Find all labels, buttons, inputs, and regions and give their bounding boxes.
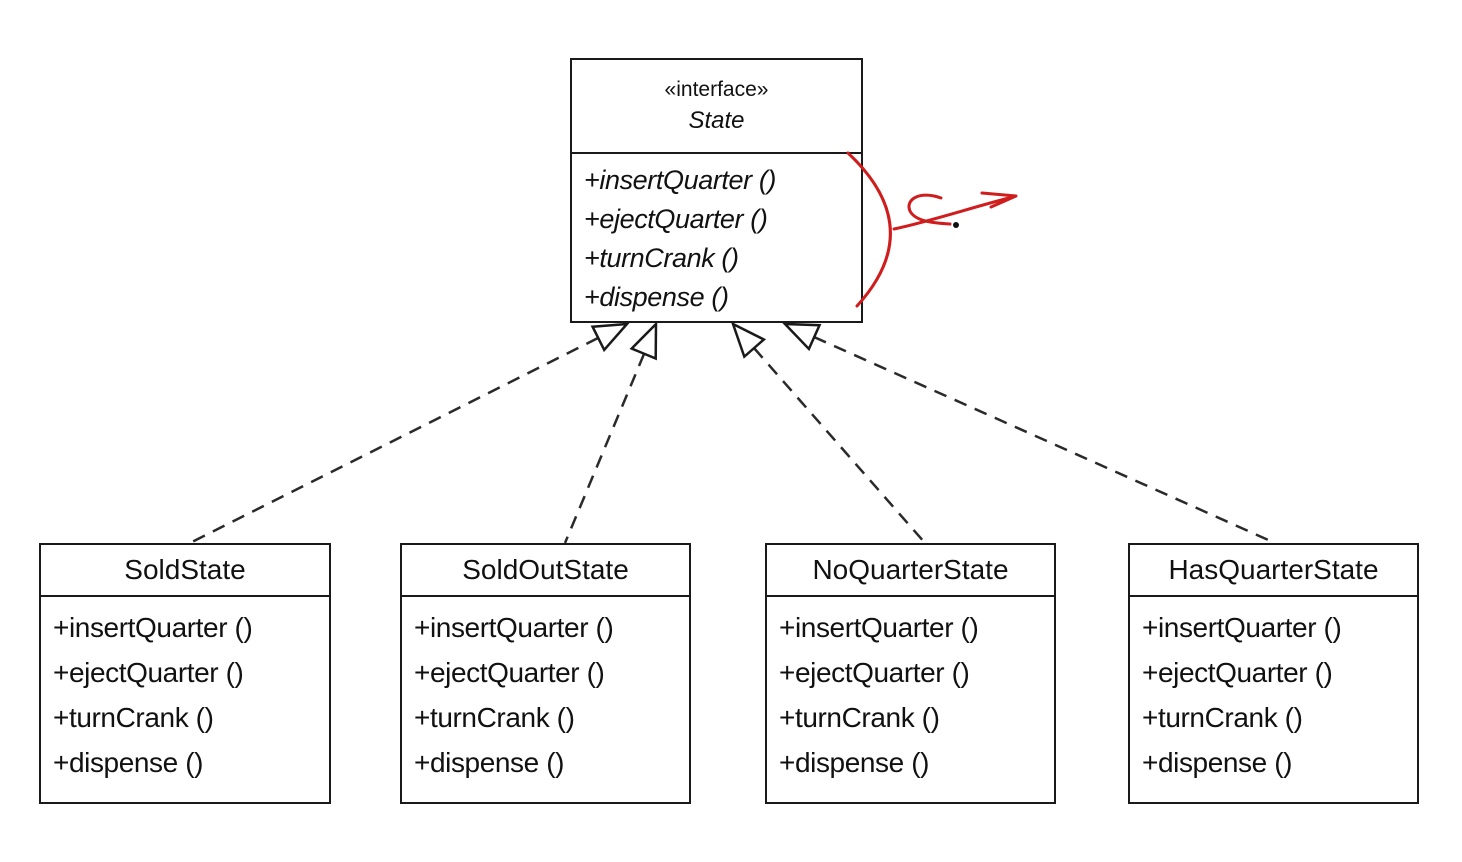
class-methods-compartment: +insertQuarter () +ejectQuarter () +turn… [41, 597, 329, 785]
class-method: +turnCrank () [1142, 702, 1303, 733]
interface-method: +insertQuarter () [584, 165, 777, 195]
class-method: +dispense () [779, 747, 930, 778]
class-box-hasquarterstate: HasQuarterState +insertQuarter () +eject… [1128, 543, 1419, 804]
realization-line-soldoutstate [563, 353, 646, 544]
interface-stereotype: «interface» [664, 78, 769, 101]
interface-method: +turnCrank () [584, 243, 739, 273]
red-arrow-shaft [892, 195, 1015, 231]
class-name: HasQuarterState [1168, 554, 1379, 585]
interface-method: +ejectQuarter () [584, 204, 768, 234]
class-method: +ejectQuarter () [779, 657, 970, 688]
class-name: NoQuarterState [812, 554, 1009, 585]
class-method: +insertQuarter () [779, 612, 979, 643]
class-method: +dispense () [1142, 747, 1293, 778]
class-title-compartment: HasQuarterState [1130, 545, 1417, 597]
class-method: +ejectQuarter () [414, 657, 605, 688]
class-box-noquarterstate: NoQuarterState +insertQuarter () +ejectQ… [765, 543, 1056, 804]
class-box-state-interface: «interface» State +insertQuarter () +eje… [570, 58, 863, 323]
class-box-soldstate: SoldState +insertQuarter () +ejectQuarte… [39, 543, 331, 804]
class-name: SoldState [124, 554, 246, 585]
realization-line-noquarterstate [753, 347, 926, 544]
realization-line-hasquarterstate [813, 335, 1276, 545]
class-title-compartment: SoldOutState [402, 545, 689, 597]
class-title-compartment: NoQuarterState [767, 545, 1054, 597]
class-method: +insertQuarter () [1142, 612, 1342, 643]
red-curl [907, 193, 952, 226]
class-methods-compartment: +insertQuarter () +ejectQuarter () +turn… [767, 597, 1054, 785]
red-arrowhead [980, 191, 1018, 209]
class-method: +insertQuarter () [414, 612, 614, 643]
interface-method: +dispense () [584, 282, 729, 312]
class-method: +dispense () [414, 747, 565, 778]
class-methods-compartment: +insertQuarter () +ejectQuarter () +turn… [402, 597, 689, 785]
class-method: +insertQuarter () [53, 612, 253, 643]
realization-arrowhead-soldoutstate [629, 320, 658, 361]
interface-methods-compartment: +insertQuarter () +ejectQuarter () +turn… [572, 154, 861, 317]
class-name: SoldOutState [462, 554, 629, 585]
interface-name: State [688, 107, 745, 134]
red-annotation-dot [953, 222, 959, 228]
red-annotation [846, 151, 1018, 308]
realization-line-soldstate [189, 336, 599, 545]
class-box-soldoutstate: SoldOutState +insertQuarter () +ejectQua… [400, 543, 691, 804]
class-method: +turnCrank () [414, 702, 575, 733]
class-method: +turnCrank () [53, 702, 214, 733]
interface-title-compartment: «interface» State [572, 60, 861, 154]
class-method: +ejectQuarter () [53, 657, 244, 688]
class-method: +dispense () [53, 747, 204, 778]
class-title-compartment: SoldState [41, 545, 329, 597]
class-method: +ejectQuarter () [1142, 657, 1333, 688]
class-method: +turnCrank () [779, 702, 940, 733]
class-methods-compartment: +insertQuarter () +ejectQuarter () +turn… [1130, 597, 1417, 785]
